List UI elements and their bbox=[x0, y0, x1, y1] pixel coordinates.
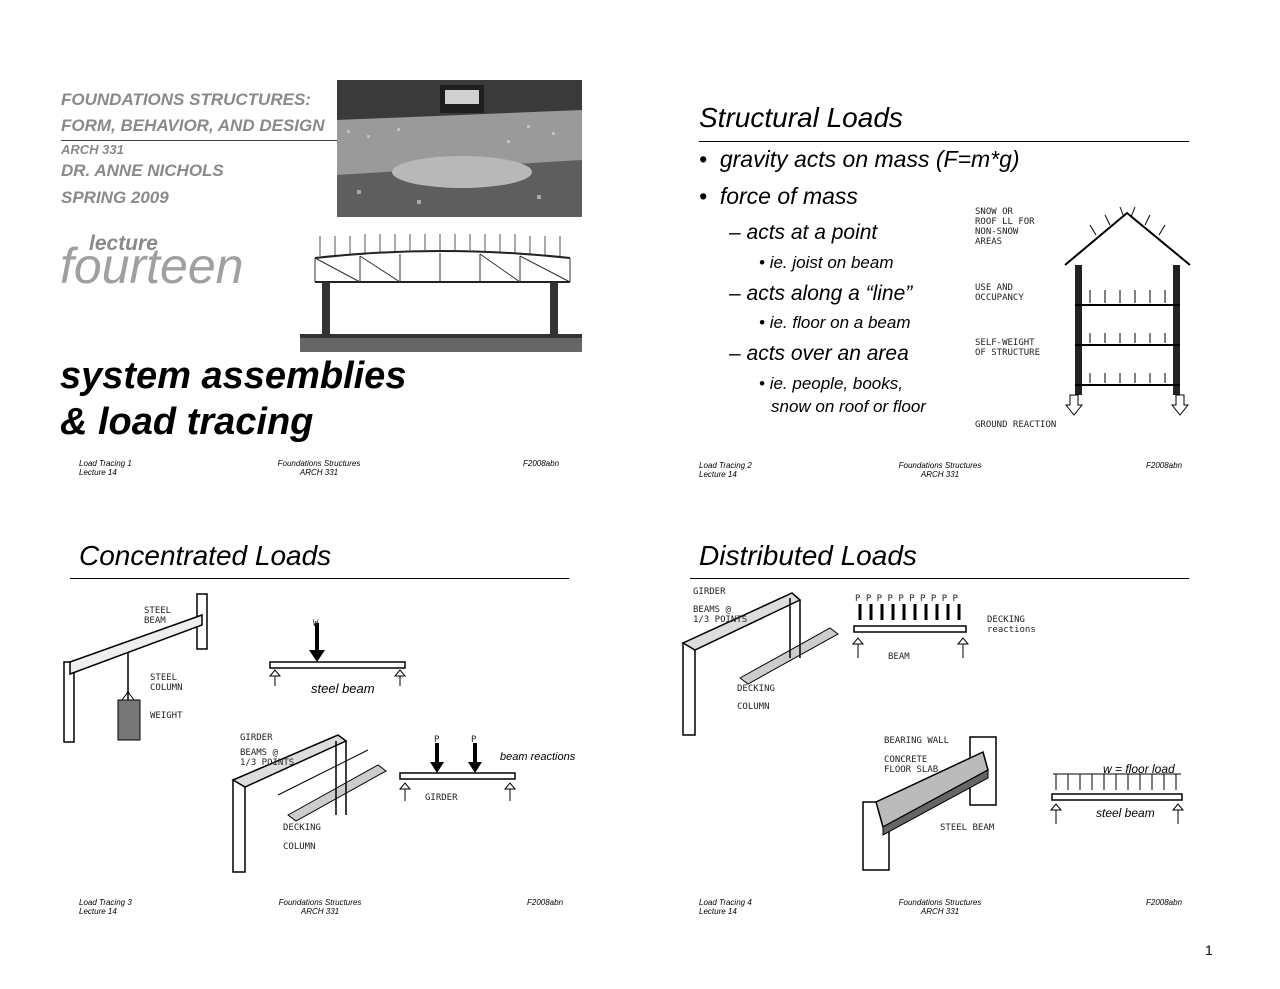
label-p-loads: P P P P P P P P P P bbox=[855, 594, 958, 604]
label-beam: BEAM bbox=[888, 652, 910, 662]
course-title-line2: FORM, BEHAVIOR, AND DESIGN bbox=[61, 116, 325, 135]
bullet-2: • force of mass bbox=[699, 183, 858, 209]
label-decking: DECKING bbox=[283, 823, 321, 833]
label-w: W bbox=[313, 619, 319, 629]
label-self-weight: SELF-WEIGHT OF STRUCTURE bbox=[975, 338, 1041, 358]
footer-right: F2008abn bbox=[1146, 461, 1183, 470]
course-title-line1: FOUNDATIONS STRUCTURES: bbox=[61, 90, 311, 109]
course-code: ARCH 331 bbox=[61, 142, 124, 157]
bullet-1: • gravity acts on mass (F=m*g) bbox=[699, 146, 1020, 172]
footer-right: F2008abn bbox=[1146, 898, 1183, 907]
title-rule bbox=[70, 578, 569, 579]
label-column: COLUMN bbox=[737, 702, 770, 712]
page-number: 1 bbox=[1205, 942, 1213, 958]
label-beams-third-points: BEAMS @ 1/3 POINTS bbox=[693, 605, 748, 625]
title-rule bbox=[690, 578, 1189, 579]
label-steel-beam-diagram: steel beam bbox=[311, 681, 375, 696]
sub-bullet-2: – acts along a “line” bbox=[729, 282, 913, 305]
sub-sub-bullet-3-cont: snow on roof or floor bbox=[771, 397, 926, 416]
lecture-number: fourteen bbox=[60, 238, 244, 294]
label-snow: SNOW OR ROOF LL FOR NON-SNOW AREAS bbox=[975, 207, 1035, 247]
sub-sub-bullet-2: • ie. floor on a beam bbox=[759, 313, 911, 332]
instructor: DR. ANNE NICHOLS bbox=[61, 161, 224, 180]
girder-point-loads-diagram bbox=[398, 743, 517, 801]
label-steel-beam-diagram: steel beam bbox=[1096, 806, 1155, 820]
decking-reactions-diagram bbox=[851, 604, 970, 658]
title-rule bbox=[61, 140, 341, 141]
label-beam-reactions: beam reactions bbox=[500, 751, 576, 763]
girder-beams-drawing bbox=[681, 592, 839, 736]
label-girder: GIRDER bbox=[240, 733, 273, 743]
truss-structure-drawing bbox=[300, 234, 582, 352]
sub-bullet-3: – acts over an area bbox=[729, 342, 909, 365]
topic-line2: & load tracing bbox=[60, 401, 314, 443]
arena-photo bbox=[337, 80, 582, 217]
house-section-drawing bbox=[1064, 206, 1191, 416]
label-occupancy: USE AND OCCUPANCY bbox=[975, 283, 1024, 303]
lecture-label: lecture bbox=[89, 232, 158, 255]
label-concrete-slab: CONCRETE FLOOR SLAB bbox=[884, 755, 939, 775]
label-p2: P bbox=[471, 735, 477, 745]
label-ground-reaction: GROUND REACTION bbox=[975, 420, 1057, 430]
label-steel-beam: STEEL BEAM bbox=[940, 823, 995, 833]
footer-right: F2008abn bbox=[523, 459, 560, 468]
label-steel-beam: STEEL BEAM bbox=[144, 606, 172, 626]
uniform-load-beam-diagram bbox=[1049, 773, 1185, 824]
label-floor-load: w = floor load bbox=[1103, 762, 1175, 776]
label-bearing-wall: BEARING WALL bbox=[884, 736, 950, 746]
slide-title: Distributed Loads bbox=[699, 540, 917, 571]
title-rule bbox=[699, 141, 1189, 142]
point-load-beam-diagram bbox=[268, 623, 407, 686]
sub-sub-bullet-3: • ie. people, books, bbox=[759, 374, 903, 393]
sub-bullet-1: – acts at a point bbox=[729, 221, 878, 244]
steel-frame-weight-drawing bbox=[63, 593, 208, 743]
label-girder: GIRDER bbox=[693, 587, 726, 597]
term: SPRING 2009 bbox=[61, 188, 169, 207]
sub-sub-bullet-1: • ie. joist on beam bbox=[759, 253, 894, 272]
label-steel-column: STEEL COLUMN bbox=[150, 673, 183, 693]
label-weight: WEIGHT bbox=[150, 711, 183, 721]
label-decking: DECKING bbox=[737, 684, 775, 694]
footer-right: F2008abn bbox=[527, 898, 564, 907]
label-column: COLUMN bbox=[283, 842, 316, 852]
label-p1: P bbox=[434, 735, 440, 745]
topic-line1: system assemblies bbox=[60, 355, 407, 397]
label-decking-reactions: DECKING reactions bbox=[987, 615, 1036, 635]
label-beams-third-points: BEAMS @ 1/3 POINTS bbox=[240, 748, 295, 768]
slide-title: Concentrated Loads bbox=[79, 540, 332, 571]
girder-beams-drawing bbox=[231, 734, 387, 873]
bearing-wall-slab-drawing bbox=[862, 736, 997, 871]
label-girder-diagram: GIRDER bbox=[425, 793, 458, 803]
slide-title: Structural Loads bbox=[699, 102, 903, 133]
